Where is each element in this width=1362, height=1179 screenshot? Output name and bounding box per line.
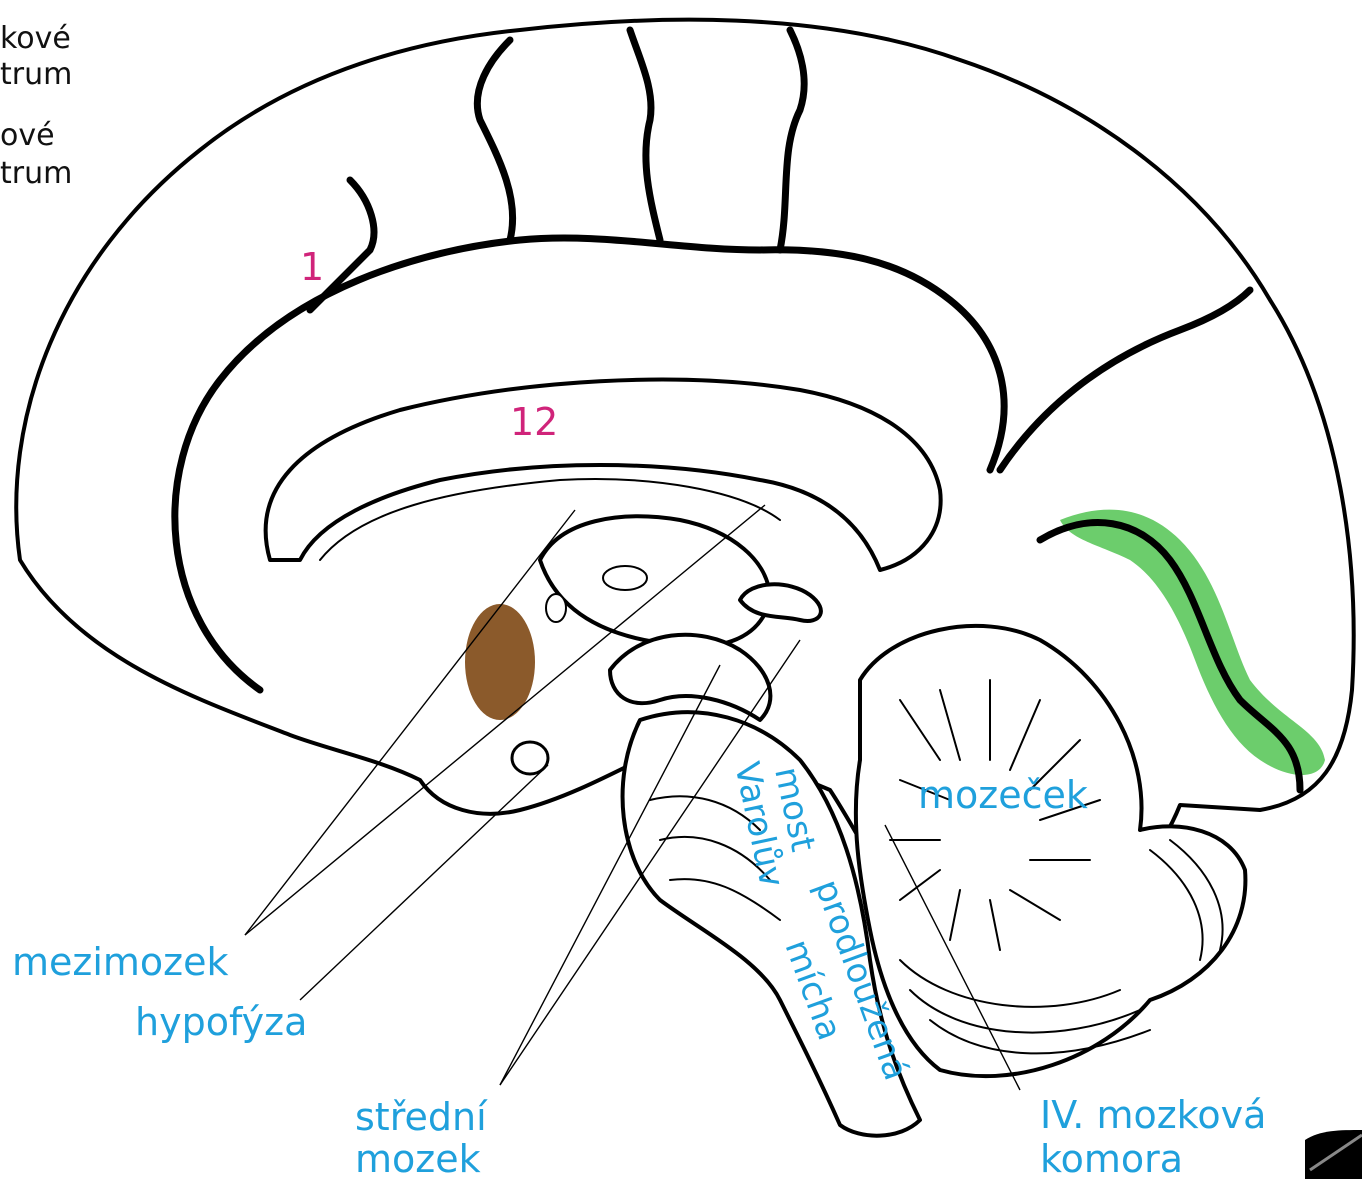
komora-label-a: IV. mozková [1040, 1093, 1266, 1137]
leader-hypofyza [300, 765, 548, 1000]
komora-label-b: komora [1040, 1137, 1183, 1179]
hypofyza-label: hypofýza [135, 1000, 307, 1044]
top-left-label-1a: kové [0, 21, 71, 56]
anterior-commissure [546, 594, 566, 622]
hypophysis [465, 604, 535, 720]
top-left-label-1b: trum [0, 57, 72, 92]
stredni-mozek-label-b: mozek [355, 1137, 481, 1179]
stredni-mozek-label-a: střední [355, 1095, 488, 1139]
number-1-label: 1 [300, 245, 324, 289]
mozecek-label: mozeček [918, 773, 1088, 817]
number-12-label: 12 [510, 400, 558, 444]
interthalamic-adhesion [603, 566, 647, 590]
top-left-label-2a: ové [0, 118, 55, 153]
top-left-label-2b: trum [0, 156, 72, 191]
page-corner-icon[interactable] [1305, 1130, 1362, 1179]
mezimozek-label: mezimozek [12, 940, 229, 984]
